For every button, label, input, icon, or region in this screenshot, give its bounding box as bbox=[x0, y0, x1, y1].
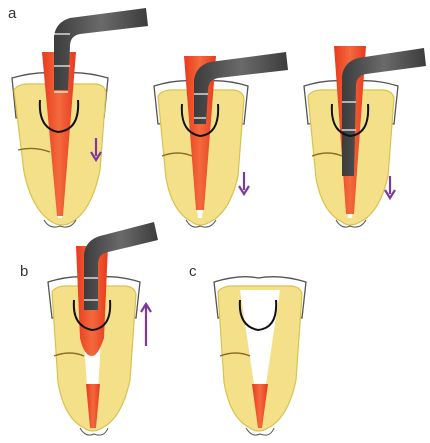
tooth-a2 bbox=[154, 52, 288, 227]
tooth-a1 bbox=[12, 8, 148, 227]
tooth-c bbox=[214, 277, 306, 435]
down-arrow-icon bbox=[239, 172, 249, 194]
panel-label-b: b bbox=[20, 263, 28, 280]
panel-label-a: a bbox=[8, 5, 17, 22]
tooth-b bbox=[48, 222, 158, 435]
panel-label-c: c bbox=[189, 263, 197, 280]
up-arrow-icon bbox=[141, 304, 151, 346]
tooth-a3 bbox=[304, 46, 426, 227]
